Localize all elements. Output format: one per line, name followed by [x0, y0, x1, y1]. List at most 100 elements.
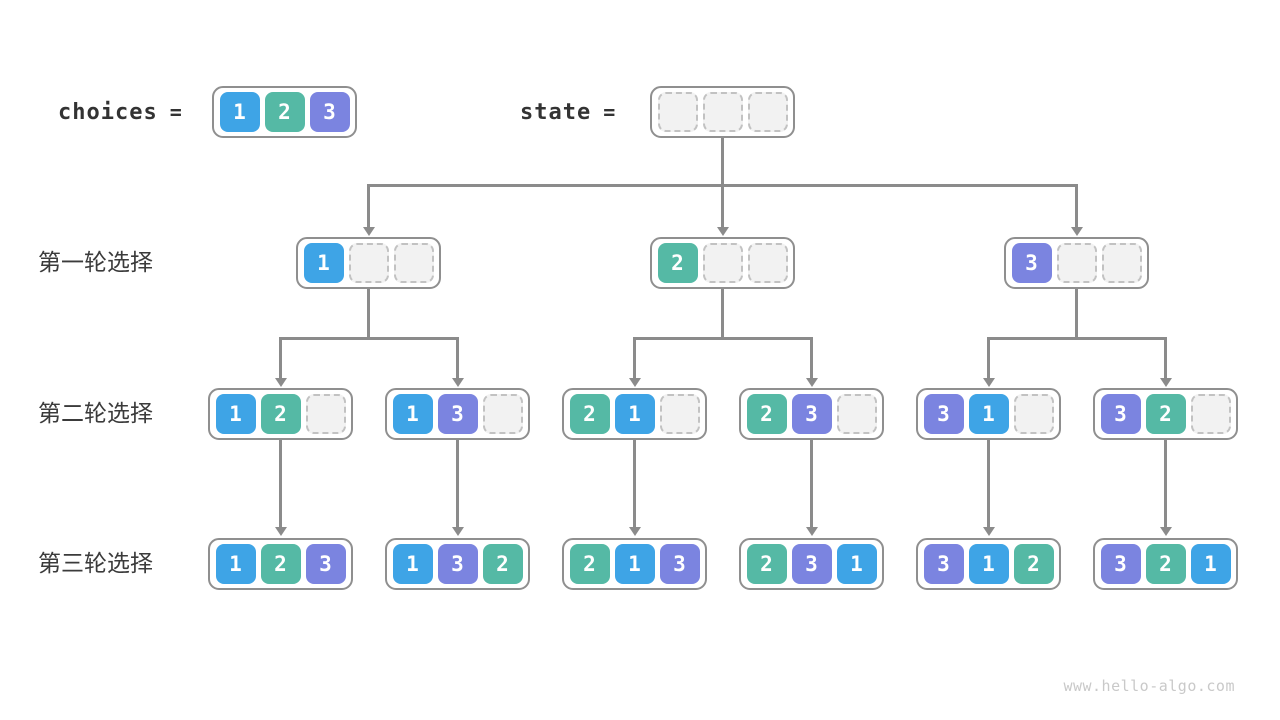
- arrow-down-icon: [629, 378, 641, 387]
- array-cell: 2: [746, 394, 787, 434]
- state-node: 1 3 2: [385, 538, 530, 590]
- array-cell: 3: [309, 92, 350, 132]
- empty-array-cell: [1101, 243, 1142, 283]
- empty-array-cell: [1190, 394, 1231, 434]
- connector-line: [1075, 289, 1078, 340]
- array-cell: 3: [437, 394, 478, 434]
- connector-line: [721, 187, 724, 228]
- connector-line: [279, 340, 282, 379]
- array-cell: 1: [215, 394, 256, 434]
- connector-line: [633, 440, 636, 528]
- connector-line: [279, 337, 459, 340]
- choices-header: choices =: [58, 86, 182, 138]
- array-cell: 2: [1145, 394, 1186, 434]
- round-2-label: 第二轮选择: [38, 401, 153, 427]
- array-cell: 1: [219, 92, 260, 132]
- empty-array-cell: [1056, 243, 1097, 283]
- connector-line: [1075, 187, 1078, 228]
- connector-line: [367, 184, 1078, 187]
- array-cell: 3: [305, 544, 346, 584]
- connector-line: [721, 138, 724, 187]
- arrow-down-icon: [806, 378, 818, 387]
- state-header: state =: [520, 86, 615, 138]
- state-node: 3 2 1: [1093, 538, 1238, 590]
- array-cell: 3: [923, 394, 964, 434]
- array-cell: 3: [1011, 243, 1052, 283]
- state-node: 2 3: [739, 388, 884, 440]
- connector-line: [456, 440, 459, 528]
- array-cell: 3: [791, 544, 832, 584]
- array-cell: 1: [215, 544, 256, 584]
- state-node: 2 3 1: [739, 538, 884, 590]
- connector-line: [987, 340, 990, 379]
- array-cell: 1: [968, 544, 1009, 584]
- array-cell: 2: [569, 544, 610, 584]
- connector-line: [456, 340, 459, 379]
- choices-label: choices: [58, 99, 158, 125]
- connector-line: [633, 337, 813, 340]
- state-node: 3 1 2: [916, 538, 1061, 590]
- array-cell: 1: [303, 243, 344, 283]
- arrow-down-icon: [363, 227, 375, 236]
- array-cell: 2: [482, 544, 523, 584]
- array-cell: 3: [1100, 394, 1141, 434]
- empty-array-cell: [482, 394, 523, 434]
- arrow-down-icon: [1160, 527, 1172, 536]
- empty-array-cell: [305, 394, 346, 434]
- connector-line: [810, 340, 813, 379]
- connector-line: [367, 289, 370, 340]
- watermark-url: www.hello-algo.com: [1063, 677, 1235, 695]
- array-cell: 2: [1145, 544, 1186, 584]
- arrow-down-icon: [1071, 227, 1083, 236]
- empty-array-cell: [348, 243, 389, 283]
- state-node: 1 2 3: [208, 538, 353, 590]
- connector-line: [367, 187, 370, 228]
- empty-array-cell: [393, 243, 434, 283]
- empty-array-cell: [836, 394, 877, 434]
- array-cell: 2: [264, 92, 305, 132]
- array-cell: 2: [657, 243, 698, 283]
- state-node: 3: [1004, 237, 1149, 289]
- round-3-label: 第三轮选择: [38, 551, 153, 577]
- array-cell: 3: [923, 544, 964, 584]
- empty-array-cell: [747, 243, 788, 283]
- connector-line: [1164, 440, 1167, 528]
- arrow-down-icon: [983, 527, 995, 536]
- connector-line: [810, 440, 813, 528]
- array-cell: 1: [392, 544, 433, 584]
- arrow-down-icon: [983, 378, 995, 387]
- arrow-down-icon: [629, 527, 641, 536]
- state-node: 1: [296, 237, 441, 289]
- array-cell: 1: [392, 394, 433, 434]
- arrow-down-icon: [1160, 378, 1172, 387]
- array-cell: 3: [437, 544, 478, 584]
- state-label: state: [520, 99, 592, 125]
- array-cell: 1: [1190, 544, 1231, 584]
- array-cell: 3: [1100, 544, 1141, 584]
- state-node: 1 3: [385, 388, 530, 440]
- state-node: 3 1: [916, 388, 1061, 440]
- arrow-down-icon: [717, 227, 729, 236]
- array-cell: 1: [614, 394, 655, 434]
- state-equals-sign: =: [603, 100, 616, 124]
- connector-line: [721, 289, 724, 340]
- arrow-down-icon: [806, 527, 818, 536]
- empty-array-cell: [1013, 394, 1054, 434]
- array-cell: 2: [746, 544, 787, 584]
- round-1-label: 第一轮选择: [38, 250, 153, 276]
- connector-line: [987, 440, 990, 528]
- state-node: 3 2: [1093, 388, 1238, 440]
- state-array-box: [650, 86, 795, 138]
- array-cell: 1: [968, 394, 1009, 434]
- empty-array-cell: [747, 92, 788, 132]
- connector-line: [1164, 340, 1167, 379]
- state-node: 2 1 3: [562, 538, 707, 590]
- array-cell: 3: [791, 394, 832, 434]
- state-node: 2 1: [562, 388, 707, 440]
- choices-equals-sign: =: [169, 100, 182, 124]
- array-cell: 2: [260, 394, 301, 434]
- connector-line: [633, 340, 636, 379]
- array-cell: 2: [1013, 544, 1054, 584]
- arrow-down-icon: [452, 527, 464, 536]
- arrow-down-icon: [275, 378, 287, 387]
